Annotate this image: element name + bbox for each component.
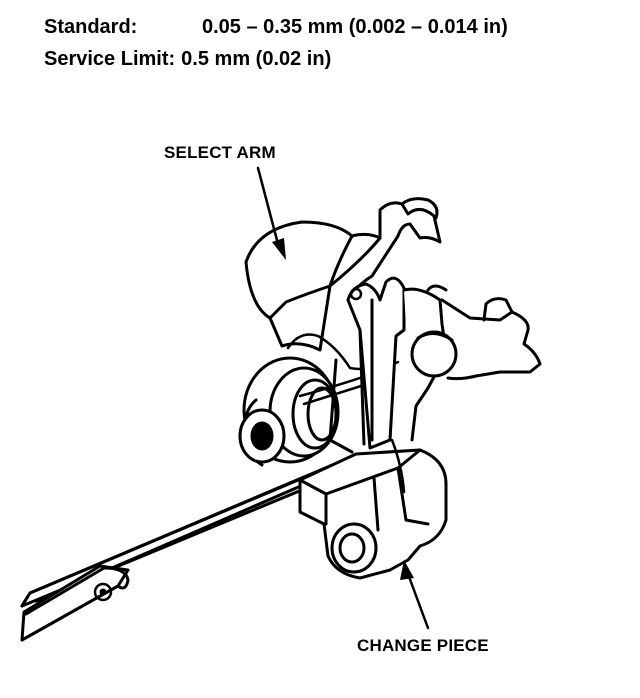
shift-shaft-collar <box>240 358 338 465</box>
gauge-handle <box>22 566 128 640</box>
select-arm-callout: SELECT ARM <box>164 143 276 162</box>
service-limit-spec: Service Limit:0.5 mm (0.02 in) <box>44 48 331 70</box>
change-piece-leader <box>400 560 428 628</box>
change-piece-callout: CHANGE PIECE <box>357 636 489 655</box>
change-piece <box>300 440 446 578</box>
select-arm <box>246 199 440 350</box>
service-limit-value: 0.5 mm (0.02 in) <box>181 48 332 70</box>
interlock-plates <box>330 278 404 452</box>
handle-rivet <box>95 584 111 600</box>
guide-lever <box>404 286 540 440</box>
standard-label: Standard: <box>44 16 138 38</box>
select-arm-leader <box>258 168 286 260</box>
standard-value: 0.05 – 0.35 mm (0.002 – 0.014 in) <box>202 16 508 38</box>
service-limit-label: Service Limit: <box>44 48 176 70</box>
standard-spec: Standard: 0.05 – 0.35 mm (0.002 – 0.014 … <box>44 16 508 38</box>
